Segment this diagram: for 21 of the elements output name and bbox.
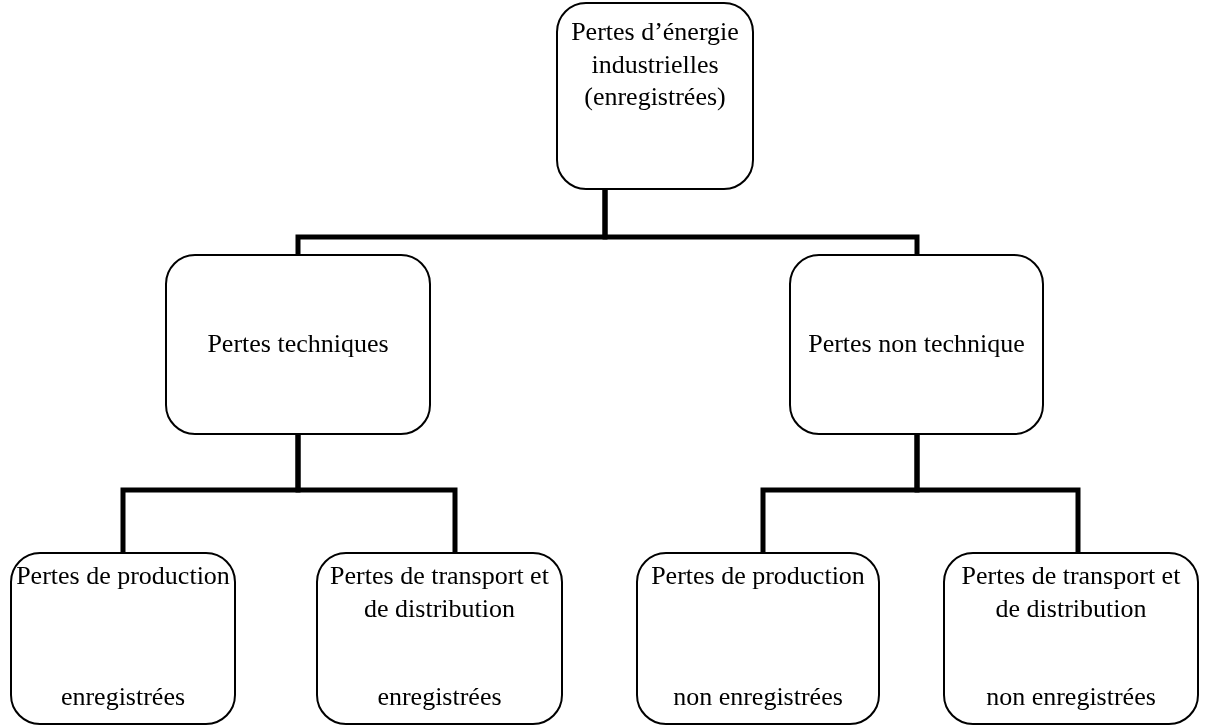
box-label: Pertes de transport et de distribution	[329, 560, 550, 625]
box-label: Pertes non technique	[808, 328, 1025, 361]
rounded-box	[316, 552, 563, 725]
box-label: Pertes d’énergie industrielles (enregistrées)	[570, 16, 740, 113]
box-label: enregistrées	[60, 680, 186, 713]
rounded-box	[789, 254, 1044, 435]
box-label: Pertes de production	[651, 560, 865, 592]
rounded-box	[943, 552, 1199, 725]
rounded-box	[636, 552, 880, 725]
rounded-box	[165, 254, 431, 435]
box-label: non enregistrées	[673, 680, 843, 713]
box-label: Pertes de transport et de distribution	[960, 560, 1182, 625]
rounded-box	[556, 2, 754, 190]
connector-line	[602, 187, 920, 257]
connector-line	[295, 432, 458, 555]
box-label: Pertes de production	[16, 560, 230, 592]
box-label: non enregistrées	[986, 680, 1156, 713]
box-label: enregistrées	[377, 680, 502, 713]
rounded-box	[10, 552, 236, 725]
connector-line	[914, 432, 1081, 555]
box-label: Pertes techniques	[207, 328, 389, 361]
